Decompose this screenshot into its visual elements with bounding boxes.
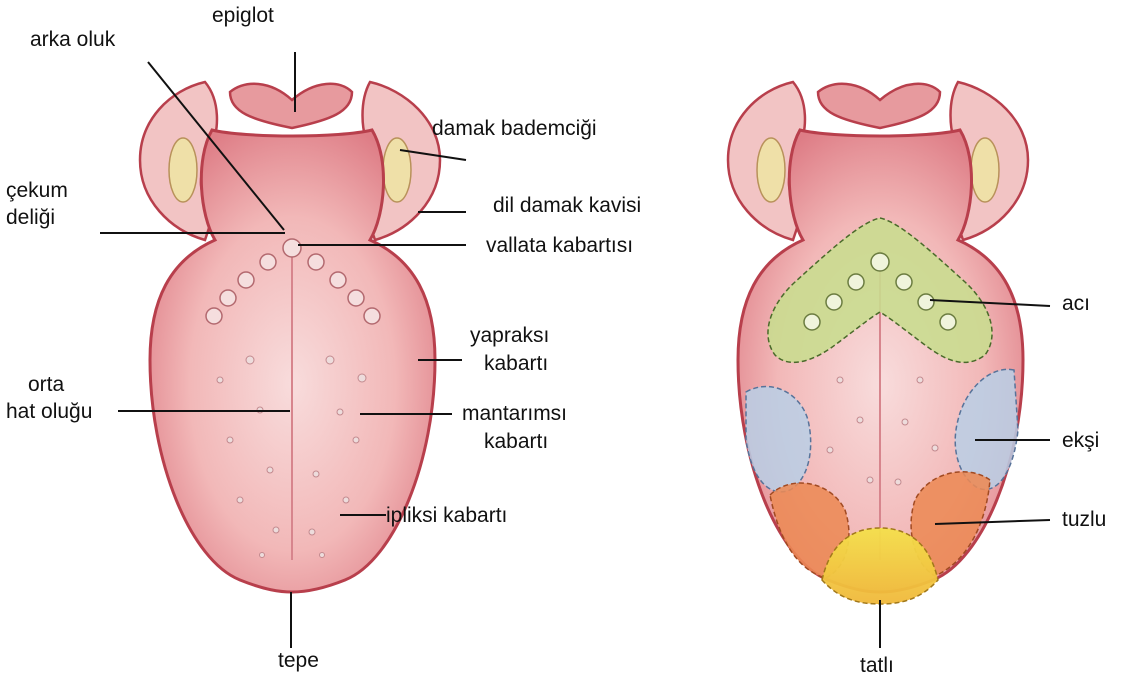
label-damak-bademcigi: damak bademciği — [432, 117, 597, 140]
label-orta: orta — [28, 373, 65, 396]
label-mantarimsi: mantarımsı — [462, 402, 567, 425]
label-yapraksi: yapraksı — [470, 324, 549, 347]
right-epiglottis — [818, 84, 940, 128]
left-epiglottis — [230, 84, 352, 128]
label-tatli: tatlı — [860, 654, 894, 677]
left-palatine-tonsil-2 — [383, 138, 411, 202]
label-aci: acı — [1062, 292, 1090, 315]
label-deligi: deliği — [6, 206, 55, 229]
label-kabarti-yaprak: kabartı — [484, 352, 548, 375]
label-tepe: tepe — [278, 649, 319, 672]
label-tuzlu: tuzlu — [1062, 508, 1106, 531]
right-tongue — [728, 82, 1028, 604]
label-dil-damak-kavisi: dil damak kavisi — [493, 194, 641, 217]
label-kabarti-mantar: kabartı — [484, 430, 548, 453]
label-hat-olugu: hat oluğu — [6, 400, 92, 423]
label-cekum: çekum — [6, 179, 68, 202]
label-eksi: ekşi — [1062, 429, 1099, 452]
right-palatine-tonsil-2 — [971, 138, 999, 202]
right-palatine-tonsil-1 — [757, 138, 785, 202]
label-epiglot: epiglot — [212, 4, 274, 27]
label-vallata-kabartisi: vallata kabartısı — [486, 234, 633, 257]
label-ipliksi-kabarti: ipliksi kabartı — [386, 504, 507, 527]
label-arka-oluk: arka oluk — [30, 28, 116, 51]
left-palatine-tonsil-1 — [169, 138, 197, 202]
